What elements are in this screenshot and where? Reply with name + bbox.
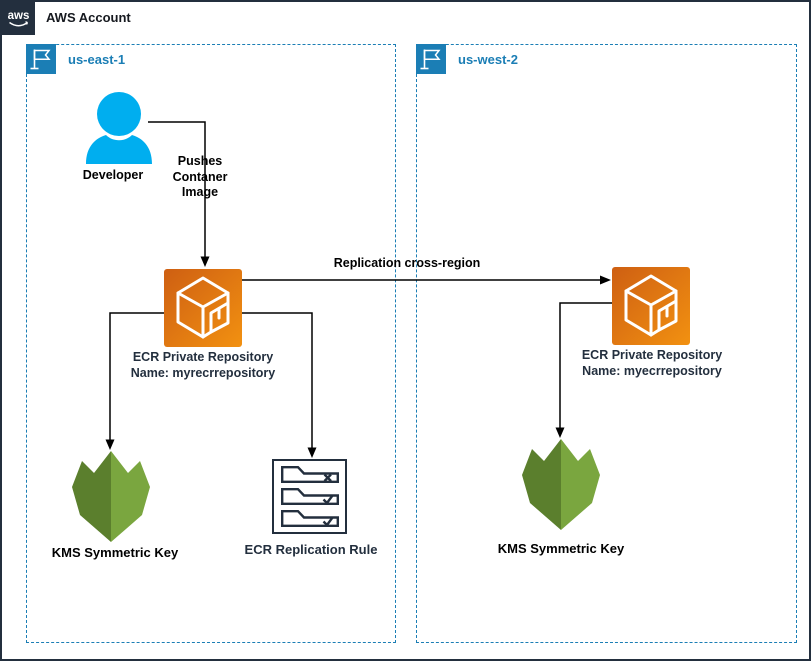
region-box-us-west-2 [416, 44, 797, 643]
rule-row-check-icon [280, 488, 339, 505]
replication-rule-icon [272, 459, 347, 534]
kms-shield-icon [522, 439, 600, 530]
developer-icon [82, 90, 156, 166]
ecr-east-title: ECR Private Repository [132, 350, 274, 364]
ecr-west-label: ECR Private Repository Name: myecrreposi… [552, 347, 752, 379]
aws-logo-text: aws [8, 10, 30, 22]
ecr-east-name: Name: myrecrrepository [130, 366, 276, 380]
kms-east-label: KMS Symmetric Key [51, 545, 179, 560]
ecr-west-title: ECR Private Repository [581, 348, 723, 362]
ecr-repository-icon [612, 267, 690, 345]
kms-west-label: KMS Symmetric Key [497, 541, 625, 556]
region-label-us-east-1: us-east-1 [68, 52, 126, 67]
rule-row-x-icon [280, 466, 339, 483]
replication-edge-label: Replication cross-region [333, 256, 481, 270]
rule-row-check-icon [280, 510, 339, 527]
push-edge-label: Pushes Contaner Image [172, 154, 228, 199]
developer-label: Developer [82, 168, 144, 182]
kms-shield-icon [72, 451, 150, 542]
replication-rule-label: ECR Replication Rule [244, 542, 378, 557]
region-box-us-east-1 [26, 44, 396, 643]
ecr-repository-icon [164, 269, 242, 347]
region-flag-icon [26, 44, 56, 74]
ecr-east-label: ECR Private Repository Name: myrecrrepos… [103, 349, 303, 381]
account-title: AWS Account [46, 10, 131, 25]
ecr-west-name: Name: myecrrepository [582, 364, 722, 378]
region-flag-icon [416, 44, 446, 74]
aws-logo-icon: aws [2, 2, 35, 35]
region-label-us-west-2: us-west-2 [458, 52, 518, 67]
